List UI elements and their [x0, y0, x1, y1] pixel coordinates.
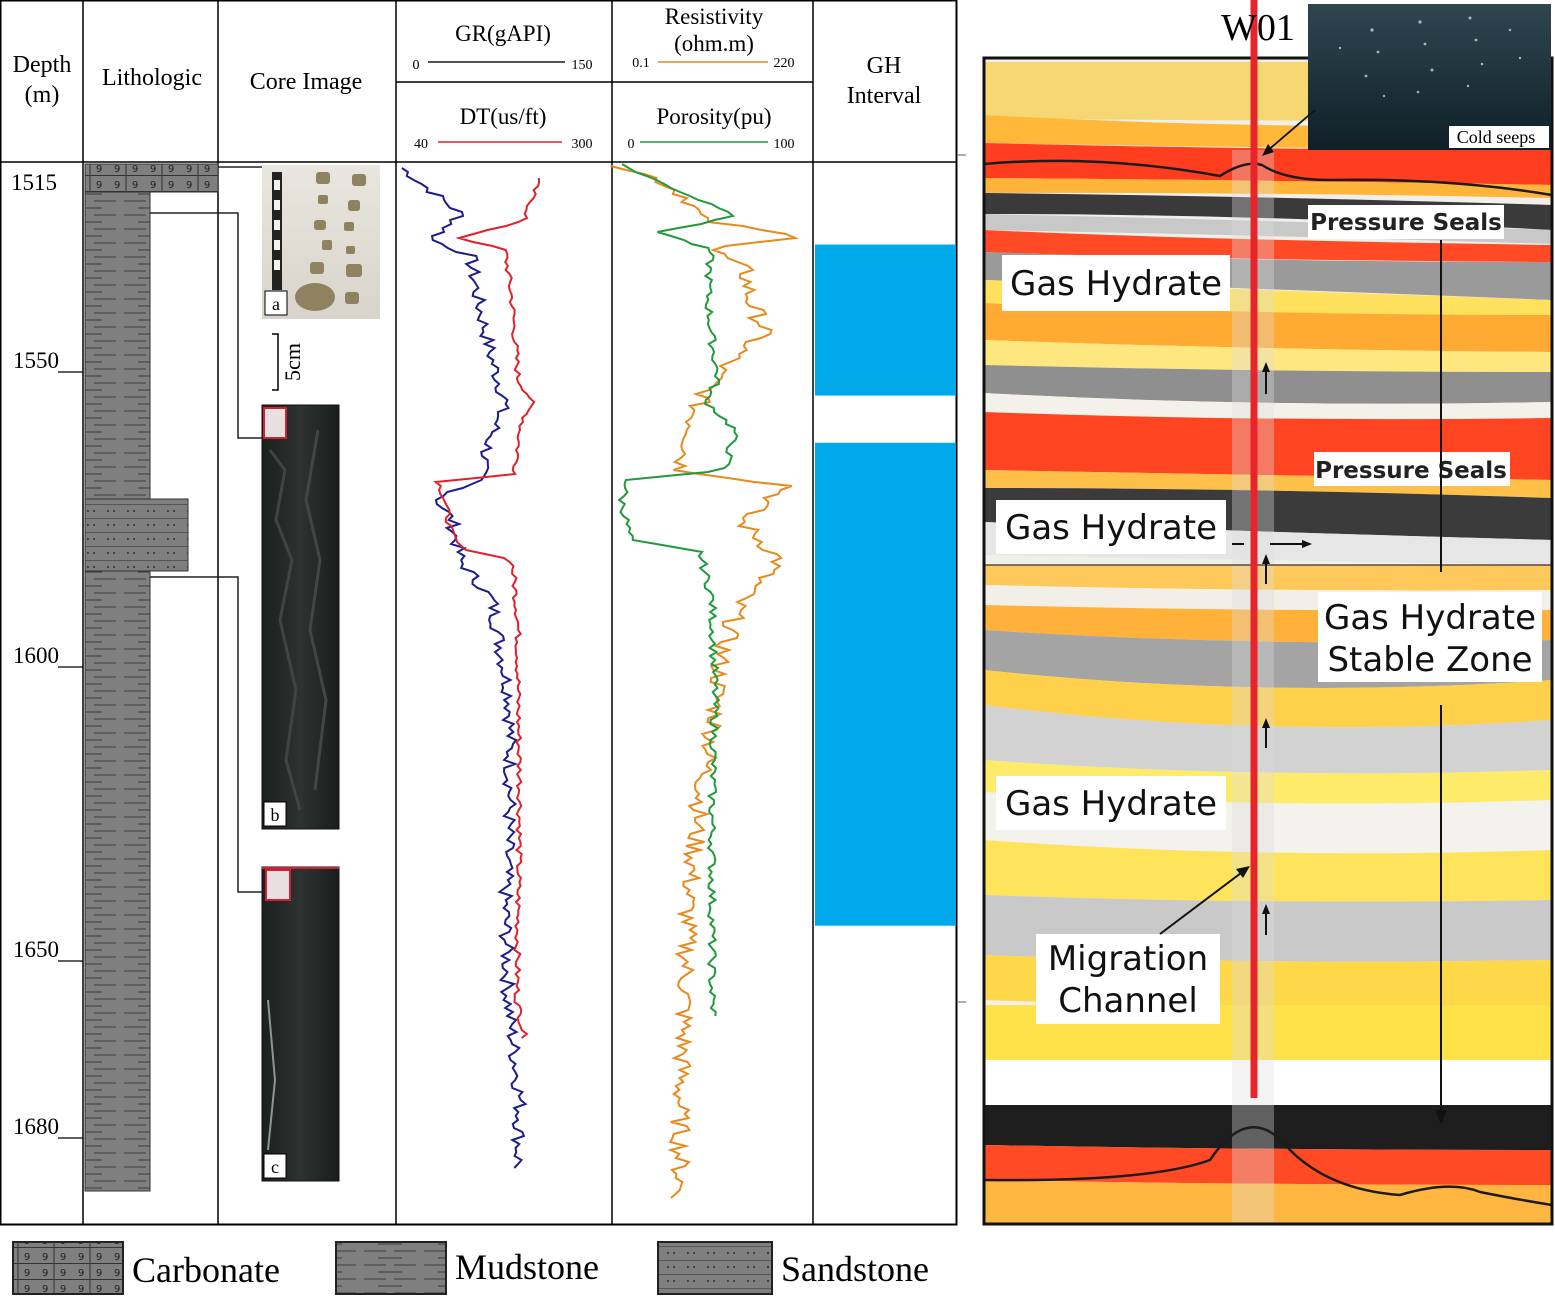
core-a-ruler	[272, 172, 282, 290]
resistivity-max: 220	[774, 56, 795, 71]
seep-pointer	[1265, 109, 1316, 153]
lithology-sandstone	[84, 498, 189, 572]
seafloor-horizon	[984, 159, 1552, 197]
core-a-tag	[264, 290, 288, 316]
log-frame	[0, 0, 958, 1226]
scale-bracket	[272, 333, 279, 391]
gh-header-line2: Interval	[847, 83, 922, 109]
gr-max: 150	[572, 58, 593, 73]
migration-channel-line1: Migration	[1048, 939, 1208, 979]
flow-arrows	[1159, 240, 1447, 1124]
depth-tick-label: 1650	[13, 937, 59, 962]
channel-pointer	[1159, 869, 1246, 935]
gh-header-line1: GH	[867, 53, 902, 79]
label-box	[996, 500, 1226, 554]
seismic-frame	[982, 56, 1554, 1226]
label-box	[1036, 934, 1220, 1024]
depth-tick-label: 1680	[13, 1114, 59, 1139]
ghsz-label-line2: Stable Zone	[1327, 640, 1532, 680]
scale-label: 5cm	[280, 343, 305, 381]
dt-min: 40	[414, 137, 428, 152]
seismic-section-panel: W01 Cold seeps Gas Hydrate Gas Hydrate	[958, 0, 1554, 1226]
core-c-image	[261, 866, 340, 1182]
label-box	[1002, 255, 1230, 311]
porosity-min: 0	[628, 137, 635, 152]
core-photo-a: a	[262, 165, 380, 319]
migration-channel-line2: Channel	[1058, 981, 1198, 1021]
label-box	[996, 776, 1226, 830]
resistivity-curve	[610, 165, 800, 1199]
core-c-connector	[150, 576, 262, 893]
resistivity-header-line2: (ohm.m)	[674, 31, 754, 56]
core-b-label: b	[271, 805, 280, 825]
gh-interval-bar	[815, 442, 956, 926]
ghsz-base-horizon	[984, 1126, 1552, 1207]
core-b-sticker	[263, 407, 287, 439]
core-c-label: c	[271, 1157, 279, 1177]
well-name: W01	[1221, 7, 1295, 49]
depth-axis: 1515 1550 1600 1650 1680	[11, 170, 83, 1139]
gas-hydrate-label-3: Gas Hydrate	[1005, 784, 1217, 824]
legend-swatch-sandstone	[657, 1241, 773, 1295]
resistivity-header-line1: Resistivity	[665, 4, 764, 29]
pressure-seals-label-1: Pressure Seals	[1310, 210, 1502, 236]
depth-tick-label: 1600	[13, 643, 59, 668]
legend-label: Carbonate	[132, 1250, 280, 1290]
seismic-annotations: Gas Hydrate Gas Hydrate Gas Hydrate Pres…	[996, 205, 1542, 1024]
depth-header-line2: (m)	[25, 82, 60, 108]
core-b-image	[261, 404, 340, 830]
core-a-fragments	[295, 172, 366, 311]
core-c-tag	[263, 1153, 287, 1179]
label-box	[1314, 452, 1510, 486]
core-b-tag	[263, 801, 287, 827]
gr-min: 0	[413, 58, 420, 73]
gr-header: GR(gAPI)	[455, 21, 551, 46]
core-c-sticker	[265, 869, 291, 901]
legend-label: Sandstone	[781, 1249, 929, 1289]
dt-header: DT(us/ft)	[460, 104, 547, 129]
core-image-header: Core Image	[250, 69, 363, 95]
depth-tick-label: 1550	[13, 348, 59, 373]
porosity-curve	[617, 163, 739, 1017]
legend-label: Mudstone	[455, 1247, 599, 1287]
cold-seeps-inset: Cold seeps	[1262, 4, 1551, 156]
legend-item-sandstone: Sandstone	[657, 1241, 929, 1295]
label-box	[1318, 592, 1542, 682]
lithologic-header: Lithologic	[102, 65, 202, 91]
gas-hydrate-label-1: Gas Hydrate	[1010, 264, 1222, 304]
legend-item-carbonate: Carbonate	[12, 1241, 280, 1295]
gas-hydrate-label-2: Gas Hydrate	[1005, 508, 1217, 548]
core-photo-c: c	[261, 866, 340, 1182]
label-box	[1308, 205, 1504, 239]
lithology-carbonate	[84, 163, 219, 193]
ghsz-label-line1: Gas Hydrate	[1324, 598, 1536, 638]
legend-swatch-mudstone	[335, 1241, 447, 1295]
core-b-connector	[150, 212, 262, 439]
scale-bar: 5cm	[272, 333, 305, 391]
well-log-panel: Depth (m) Lithologic Core Image GR(gAPI)…	[0, 0, 958, 1226]
pressure-seals-label-2: Pressure Seals	[1315, 458, 1507, 484]
lithology-legend: Carbonate Mudstone Sandstone	[12, 1241, 929, 1295]
cold-seeps-label: Cold seeps	[1457, 127, 1536, 147]
core-a-label: a	[272, 294, 280, 314]
lithology-mudstone	[84, 570, 151, 1192]
porosity-max: 100	[774, 137, 795, 152]
gr-curve	[401, 167, 528, 1169]
depth-tick-label: 1515	[11, 170, 57, 195]
core-photo-b: b	[261, 404, 340, 830]
lithology-column	[84, 163, 219, 1192]
resistivity-min: 0.1	[632, 56, 650, 71]
depth-header-line1: Depth	[13, 52, 72, 78]
porosity-header: Porosity(pu)	[657, 104, 772, 129]
log-curves	[401, 163, 800, 1199]
lithology-mudstone	[84, 191, 151, 500]
legend-item-mudstone: Mudstone	[335, 1241, 599, 1295]
dt-curve	[433, 177, 541, 1039]
dt-max: 300	[572, 137, 593, 152]
cold-seeps-photo	[1308, 4, 1551, 150]
gh-interval-bar	[815, 244, 956, 396]
legend-swatch-carbonate	[12, 1241, 124, 1295]
